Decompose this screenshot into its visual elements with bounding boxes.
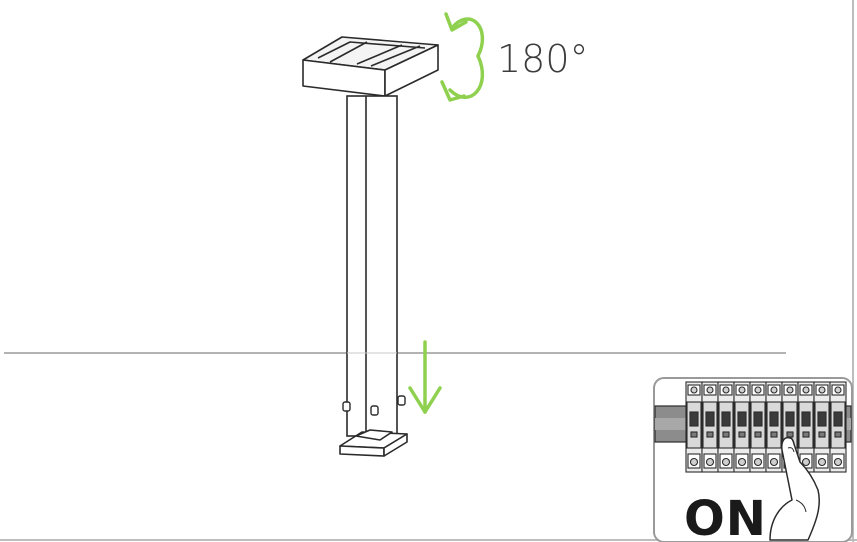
on-label: ON	[684, 491, 767, 542]
breaker-indicator	[722, 431, 730, 438]
terminal-screw	[706, 386, 714, 394]
terminal-screw	[801, 457, 811, 467]
terminal-screw	[689, 457, 699, 467]
terminal-screw	[753, 457, 763, 467]
rotate-arrow-icon	[440, 12, 485, 102]
breaker-indicator	[818, 431, 826, 438]
terminal-screw	[817, 457, 827, 467]
breaker-toggle	[817, 411, 827, 427]
base-plate	[339, 429, 408, 457]
circuit-breakers	[685, 381, 847, 473]
terminal-screw	[833, 457, 843, 467]
breaker-toggle	[705, 411, 715, 427]
breaker-toggle	[689, 411, 699, 427]
breaker-indicator	[786, 431, 794, 438]
terminal-screw	[721, 457, 731, 467]
terminal-screw	[737, 457, 747, 467]
breaker-indicator	[834, 431, 842, 438]
terminal-screw	[769, 457, 779, 467]
breaker-indicator	[802, 431, 810, 438]
breaker-toggle	[753, 411, 763, 427]
breaker-toggle	[801, 411, 811, 427]
terminal-screw	[705, 457, 715, 467]
breaker-toggle	[737, 411, 747, 427]
terminal-screw	[802, 386, 810, 394]
breaker-indicator	[770, 431, 778, 438]
rotation-angle-label: 180°	[497, 37, 589, 81]
breaker-indicator	[690, 431, 698, 438]
terminal-screw	[786, 386, 794, 394]
breaker-indicator	[754, 431, 762, 438]
lamp-head	[302, 36, 439, 97]
breaker-toggle	[833, 411, 843, 427]
terminal-screw	[754, 386, 762, 394]
terminal-screw	[738, 386, 746, 394]
terminal-screw	[834, 386, 842, 394]
breaker-inset: ON	[653, 377, 853, 542]
terminal-screw	[690, 386, 698, 394]
terminal-screw	[818, 386, 826, 394]
breaker-indicator	[706, 431, 714, 438]
breaker-indicator	[738, 431, 746, 438]
anchor-bolts	[342, 395, 406, 416]
breaker-toggle	[785, 411, 795, 427]
down-arrow-icon	[408, 340, 442, 414]
terminal-screw	[722, 386, 730, 394]
finger-icon	[769, 436, 820, 541]
lamp-pole	[346, 95, 398, 437]
breaker-toggle	[769, 411, 779, 427]
terminal-screw	[770, 386, 778, 394]
breaker-toggle	[721, 411, 731, 427]
